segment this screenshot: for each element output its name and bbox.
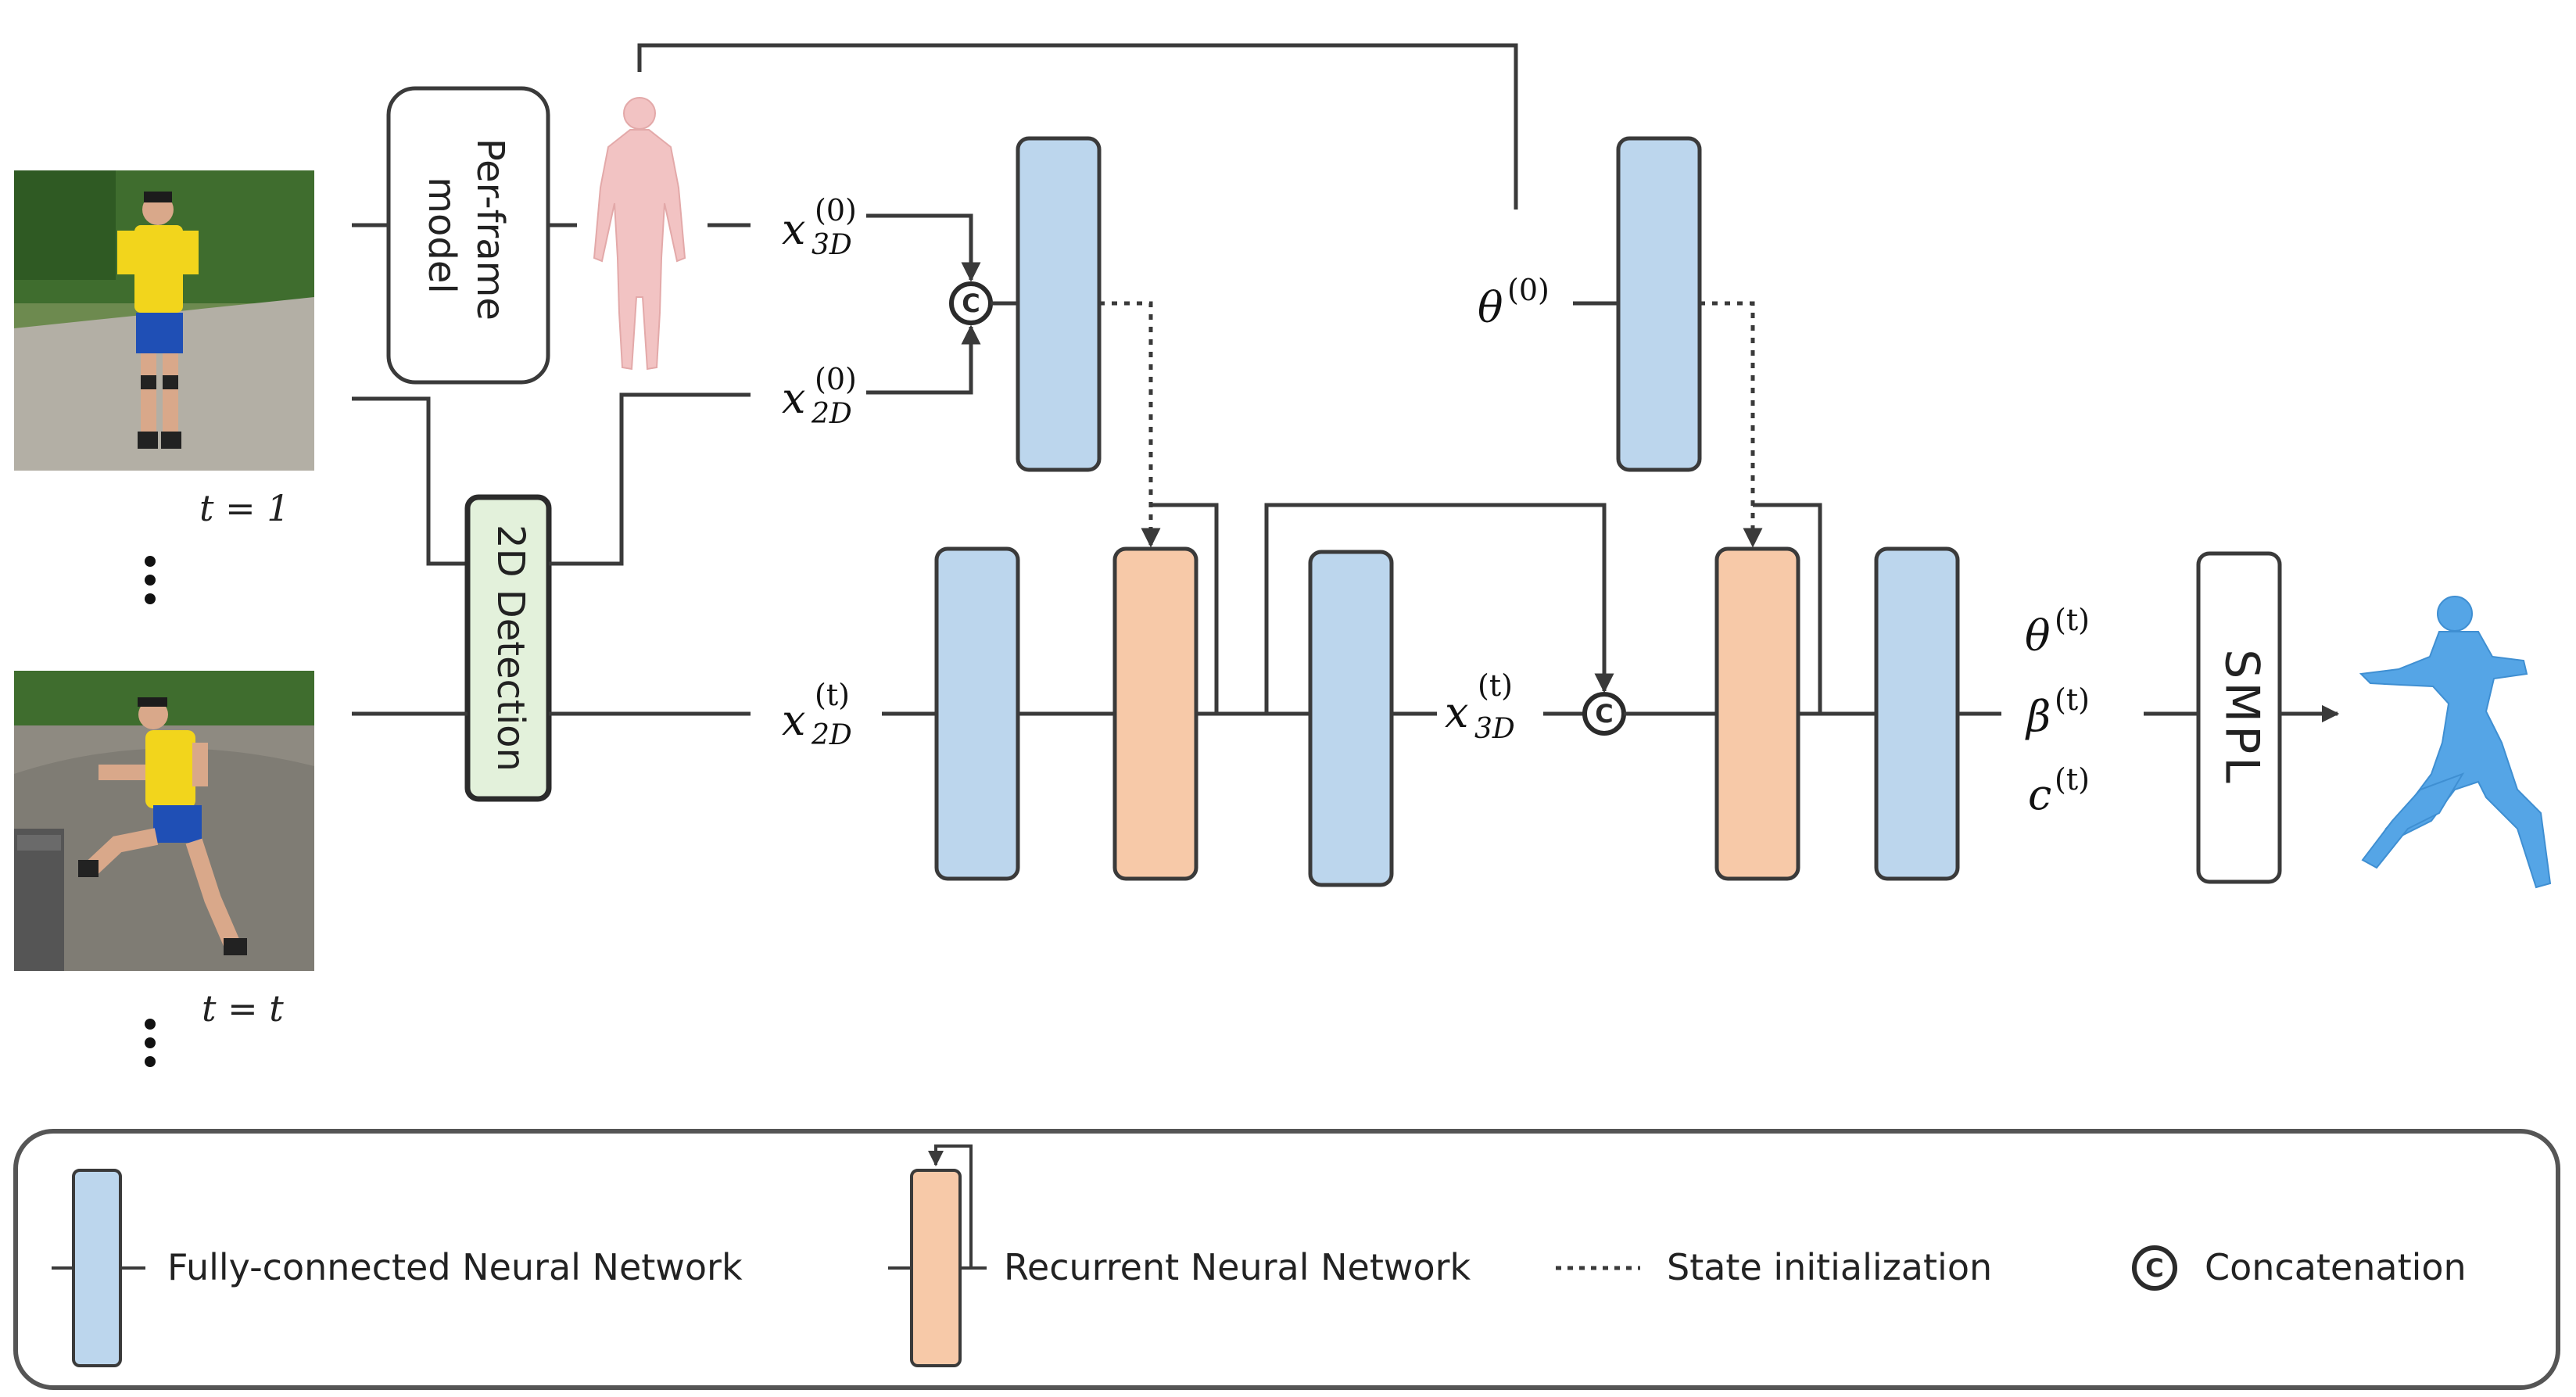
2d-detection-box: 2D Detection: [464, 494, 552, 802]
rnn-block-1: [1112, 546, 1198, 881]
svg-text:2D: 2D: [811, 719, 852, 751]
var-theta-0: θ (0): [1478, 273, 1550, 332]
svg-text:2D: 2D: [811, 398, 852, 430]
svg-text:(t): (t): [2055, 603, 2090, 637]
ellipsis-2: [145, 1019, 156, 1067]
fc-block-init-2: [1616, 136, 1702, 472]
concat-symbol-2: C: [1582, 692, 1626, 736]
var-theta-t: θ (t): [2025, 603, 2090, 661]
svg-text:β: β: [2025, 692, 2051, 741]
fc-block-2: [1308, 550, 1394, 887]
svg-text:x: x: [782, 205, 805, 254]
svg-text:x: x: [782, 696, 805, 745]
fc-block-init-1: [1016, 136, 1102, 472]
concat-symbol-1: C: [949, 281, 993, 325]
fc-block-1: [934, 546, 1020, 881]
svg-text:C: C: [1595, 699, 1613, 729]
svg-text:(t): (t): [2055, 682, 2090, 717]
var-x3d-t: x (t) 3D: [1445, 668, 1515, 745]
var-x2d-t: x (t) 2D: [782, 678, 852, 751]
var-c-t: c (t): [2028, 762, 2090, 819]
legend-concat-label: Concatenation: [2205, 1246, 2467, 1288]
per-frame-model-label: Per-frame model: [420, 138, 512, 332]
svg-text:(0): (0): [815, 362, 857, 396]
svg-text:(t): (t): [815, 678, 850, 712]
svg-text:c: c: [2028, 770, 2051, 819]
frame-1-label: t = 1: [199, 487, 290, 529]
input-frame-t: [14, 671, 314, 971]
legend-fc-swatch: [52, 1169, 145, 1367]
input-frame-1: [14, 170, 314, 471]
legend-fc-label: Fully-connected Neural Network: [167, 1246, 743, 1288]
legend-rnn-swatch: [888, 1144, 987, 1367]
legend-concat-icon: C: [2132, 1245, 2177, 1291]
var-x2d-0: x (0) 2D: [782, 362, 857, 430]
svg-text:3D: 3D: [811, 229, 852, 261]
svg-text:(0): (0): [1507, 273, 1550, 307]
svg-text:(t): (t): [1478, 668, 1513, 703]
legend-rnn-label: Recurrent Neural Network: [1004, 1246, 1471, 1288]
smpl-label: SMPL: [2214, 649, 2269, 786]
svg-text:(0): (0): [815, 193, 857, 227]
legend-state-init-label: State initialization: [1667, 1246, 1992, 1288]
fc-block-3: [1874, 546, 1960, 881]
legend: Fully-connected Neural Network Recurrent…: [13, 1129, 2560, 1390]
svg-text:(t): (t): [2055, 762, 2090, 797]
frame-t-label: t = t: [202, 987, 284, 1030]
svg-text:x: x: [1445, 688, 1468, 737]
svg-text:3D: 3D: [1474, 713, 1515, 745]
body-model-figure: [593, 97, 686, 371]
svg-text:C: C: [962, 288, 980, 318]
rnn-block-2: [1714, 546, 1800, 881]
2d-detection-label: 2D Detection: [489, 525, 532, 772]
svg-text:θ: θ: [1478, 283, 1503, 332]
per-frame-model-box: Per-frame model: [386, 86, 550, 385]
ellipsis-1: [145, 556, 156, 604]
var-beta-t: β (t): [2025, 682, 2090, 741]
output-mesh-figure: [2359, 596, 2552, 889]
smpl-box: SMPL: [2196, 551, 2282, 884]
svg-text:θ: θ: [2025, 611, 2051, 661]
var-x3d-0: x (0) 3D: [782, 193, 857, 261]
svg-text:C: C: [2145, 1253, 2163, 1283]
svg-text:x: x: [782, 374, 805, 423]
